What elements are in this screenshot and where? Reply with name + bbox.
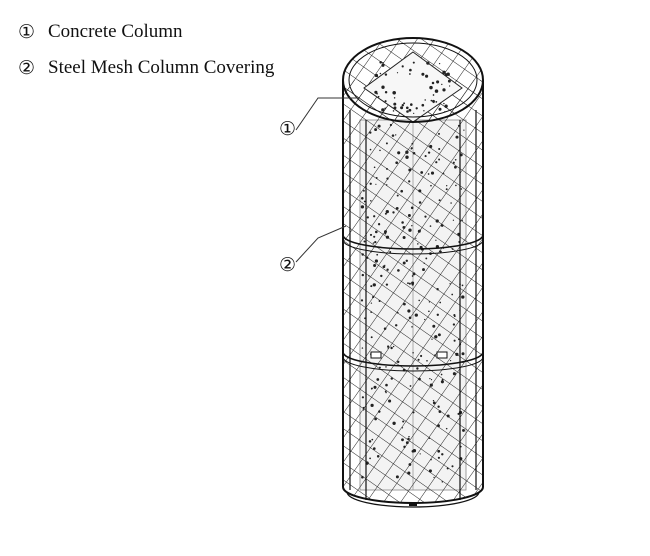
legend-item-steel-mesh: ② Steel Mesh Column Covering bbox=[18, 50, 274, 86]
concrete-speckle bbox=[379, 72, 382, 75]
concrete-speckle bbox=[382, 61, 384, 64]
top-inner-ring bbox=[348, 42, 478, 118]
concrete-speckle bbox=[413, 112, 415, 115]
concrete-speckle bbox=[381, 63, 385, 67]
concrete-speckle bbox=[434, 89, 439, 93]
concrete-speckle bbox=[384, 90, 388, 94]
concrete-speckle bbox=[392, 91, 396, 95]
concrete-speckle bbox=[401, 104, 404, 107]
concrete-speckle bbox=[374, 73, 379, 78]
concrete-speckle bbox=[429, 85, 433, 90]
band-ring-upper bbox=[342, 234, 484, 250]
concrete-speckle bbox=[415, 107, 418, 110]
concrete-speckle bbox=[433, 101, 435, 104]
leader-line-2 bbox=[295, 225, 347, 263]
concrete-speckle bbox=[406, 110, 409, 113]
legend-label: Steel Mesh Column Covering bbox=[48, 57, 275, 78]
concrete-speckle bbox=[409, 73, 411, 75]
concrete-speckle bbox=[409, 68, 412, 72]
legend-number: ① bbox=[18, 21, 36, 43]
band-ring-lower bbox=[342, 351, 484, 367]
band-ring-upper-2 bbox=[342, 239, 484, 255]
concrete-speckle bbox=[396, 72, 399, 74]
concrete-speckle bbox=[405, 106, 409, 110]
concrete-speckle bbox=[425, 74, 429, 78]
concrete-speckle bbox=[431, 81, 435, 85]
legend-label: Concrete Column bbox=[48, 21, 183, 42]
concrete-speckle bbox=[379, 61, 382, 64]
concrete-speckle bbox=[377, 95, 380, 98]
concrete-speckle bbox=[442, 88, 446, 92]
concrete-speckle bbox=[393, 106, 397, 110]
concrete-speckle bbox=[384, 107, 387, 110]
ring-clip bbox=[436, 351, 448, 359]
callout-1: ① bbox=[279, 119, 297, 140]
concrete-speckle bbox=[400, 106, 404, 110]
concrete-speckle bbox=[410, 103, 413, 106]
concrete-speckle bbox=[424, 99, 426, 101]
concrete-speckle bbox=[401, 65, 404, 68]
concrete-speckle bbox=[381, 108, 385, 112]
steel-mesh-covering bbox=[343, 80, 483, 503]
callout-2: ② bbox=[279, 255, 297, 276]
leader-line-1 bbox=[295, 97, 360, 131]
concrete-speckle bbox=[448, 85, 451, 87]
concrete-speckle bbox=[443, 102, 445, 105]
concrete-speckle bbox=[421, 103, 425, 107]
concrete-speckle bbox=[392, 110, 395, 112]
concrete-speckle bbox=[421, 72, 425, 76]
concrete-speckle bbox=[442, 70, 446, 75]
concrete-speckle bbox=[444, 73, 448, 77]
concrete-speckle bbox=[384, 73, 388, 76]
concrete-speckle bbox=[393, 97, 396, 99]
concrete-speckle bbox=[432, 94, 435, 96]
concrete-speckle bbox=[374, 90, 378, 94]
concrete-speckle bbox=[384, 100, 387, 103]
ring-clip bbox=[370, 351, 382, 359]
concrete-speckle bbox=[423, 110, 425, 112]
concrete-speckle bbox=[403, 102, 406, 105]
concrete-speckle bbox=[436, 80, 440, 84]
concrete-speckle bbox=[426, 61, 430, 65]
concrete-speckle bbox=[408, 108, 412, 112]
concrete-speckle bbox=[435, 101, 438, 103]
concrete-speckle bbox=[438, 107, 442, 111]
concrete-speckle bbox=[438, 62, 441, 65]
concrete-speckle bbox=[381, 85, 385, 89]
bottom-inner-ring bbox=[346, 491, 480, 508]
concrete-speckle bbox=[393, 102, 397, 106]
concrete-speckle bbox=[444, 104, 448, 108]
concrete-speckle bbox=[430, 99, 433, 102]
legend-number: ② bbox=[18, 57, 36, 79]
legend-item-concrete-column: ① Concrete Column bbox=[18, 14, 274, 50]
concrete-speckle bbox=[447, 79, 451, 83]
concrete-speckle bbox=[441, 83, 443, 86]
concrete-speckle bbox=[412, 61, 415, 64]
base-foot bbox=[409, 502, 417, 506]
legend: ① Concrete Column ② Steel Mesh Column Co… bbox=[18, 14, 274, 86]
band-ring-lower-2 bbox=[342, 356, 484, 372]
